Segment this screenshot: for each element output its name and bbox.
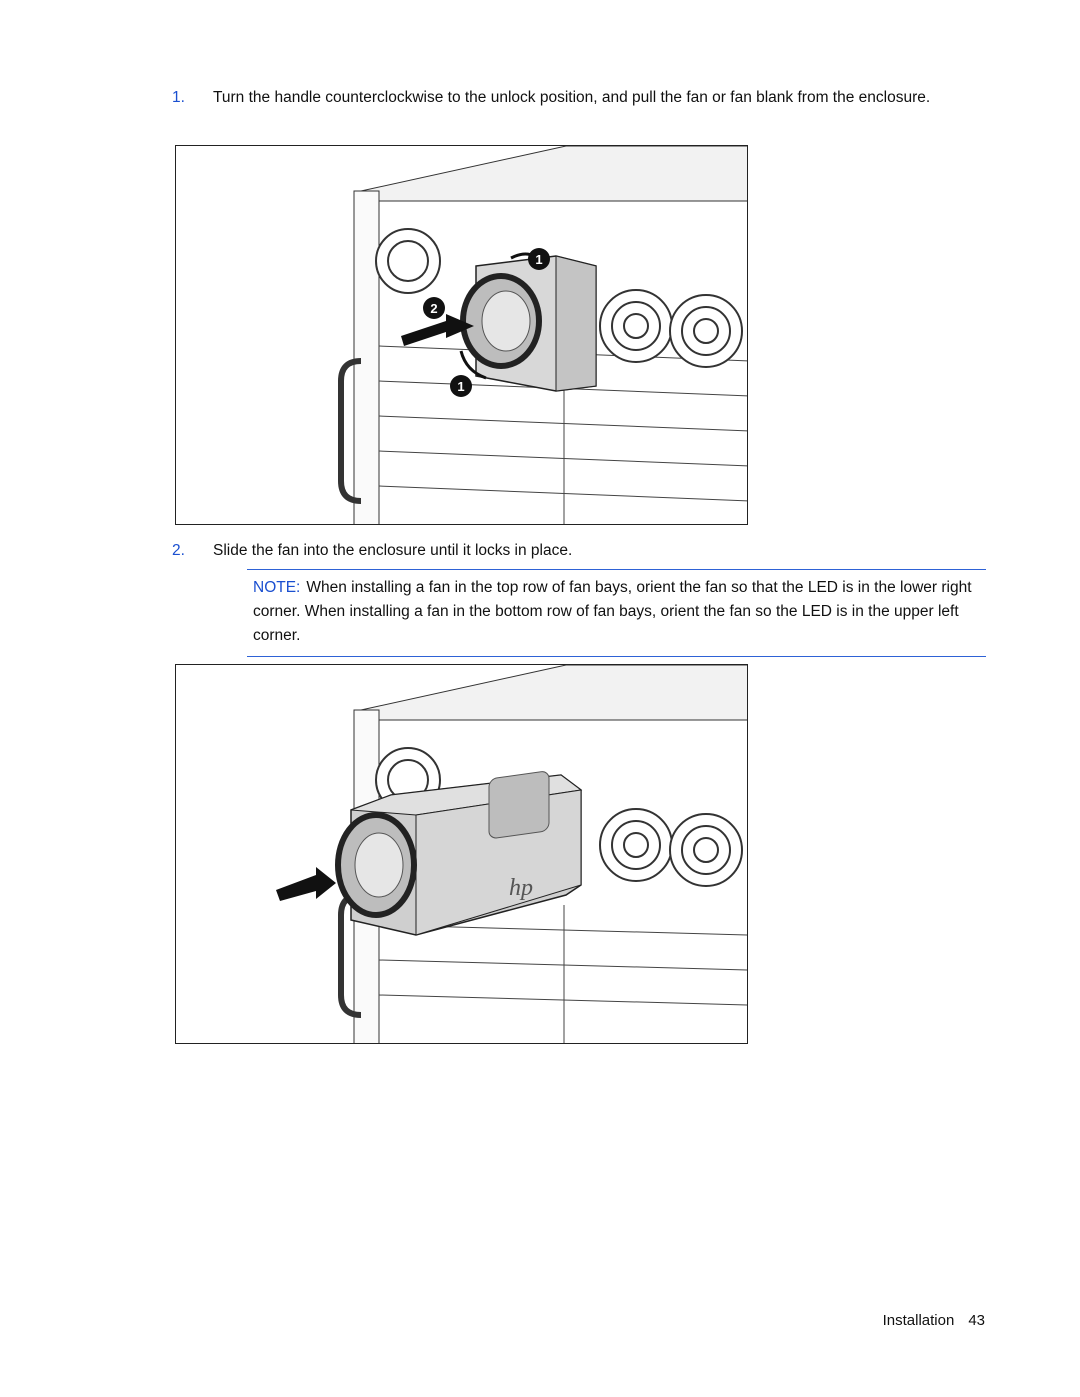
note-box: NOTE:When installing a fan in the top ro… xyxy=(247,569,986,657)
page-footer: Installation 43 xyxy=(883,1312,985,1329)
fan-removal-drawing: 1 2 1 xyxy=(338,146,747,524)
callout-1-bottom: 1 xyxy=(457,379,464,394)
fan-install-illustration: hp xyxy=(175,664,748,1044)
step-1-text: Turn the handle counterclockwise to the … xyxy=(213,89,931,106)
fan-removal-illustration: 1 2 1 xyxy=(175,145,748,525)
hp-logo: hp xyxy=(509,875,533,901)
step-2-text: Slide the fan into the enclosure until i… xyxy=(213,542,573,559)
callout-1-top: 1 xyxy=(535,252,542,267)
step-1-number: 1. xyxy=(172,89,185,106)
step-2-number: 2. xyxy=(172,542,185,559)
fan-install-drawing: hp xyxy=(276,665,747,1043)
page-number: 43 xyxy=(968,1312,985,1329)
note-label: NOTE: xyxy=(253,579,301,596)
callout-2: 2 xyxy=(430,301,437,316)
footer-section: Installation xyxy=(882,1312,955,1329)
note-text: When installing a fan in the top row of … xyxy=(253,579,972,644)
